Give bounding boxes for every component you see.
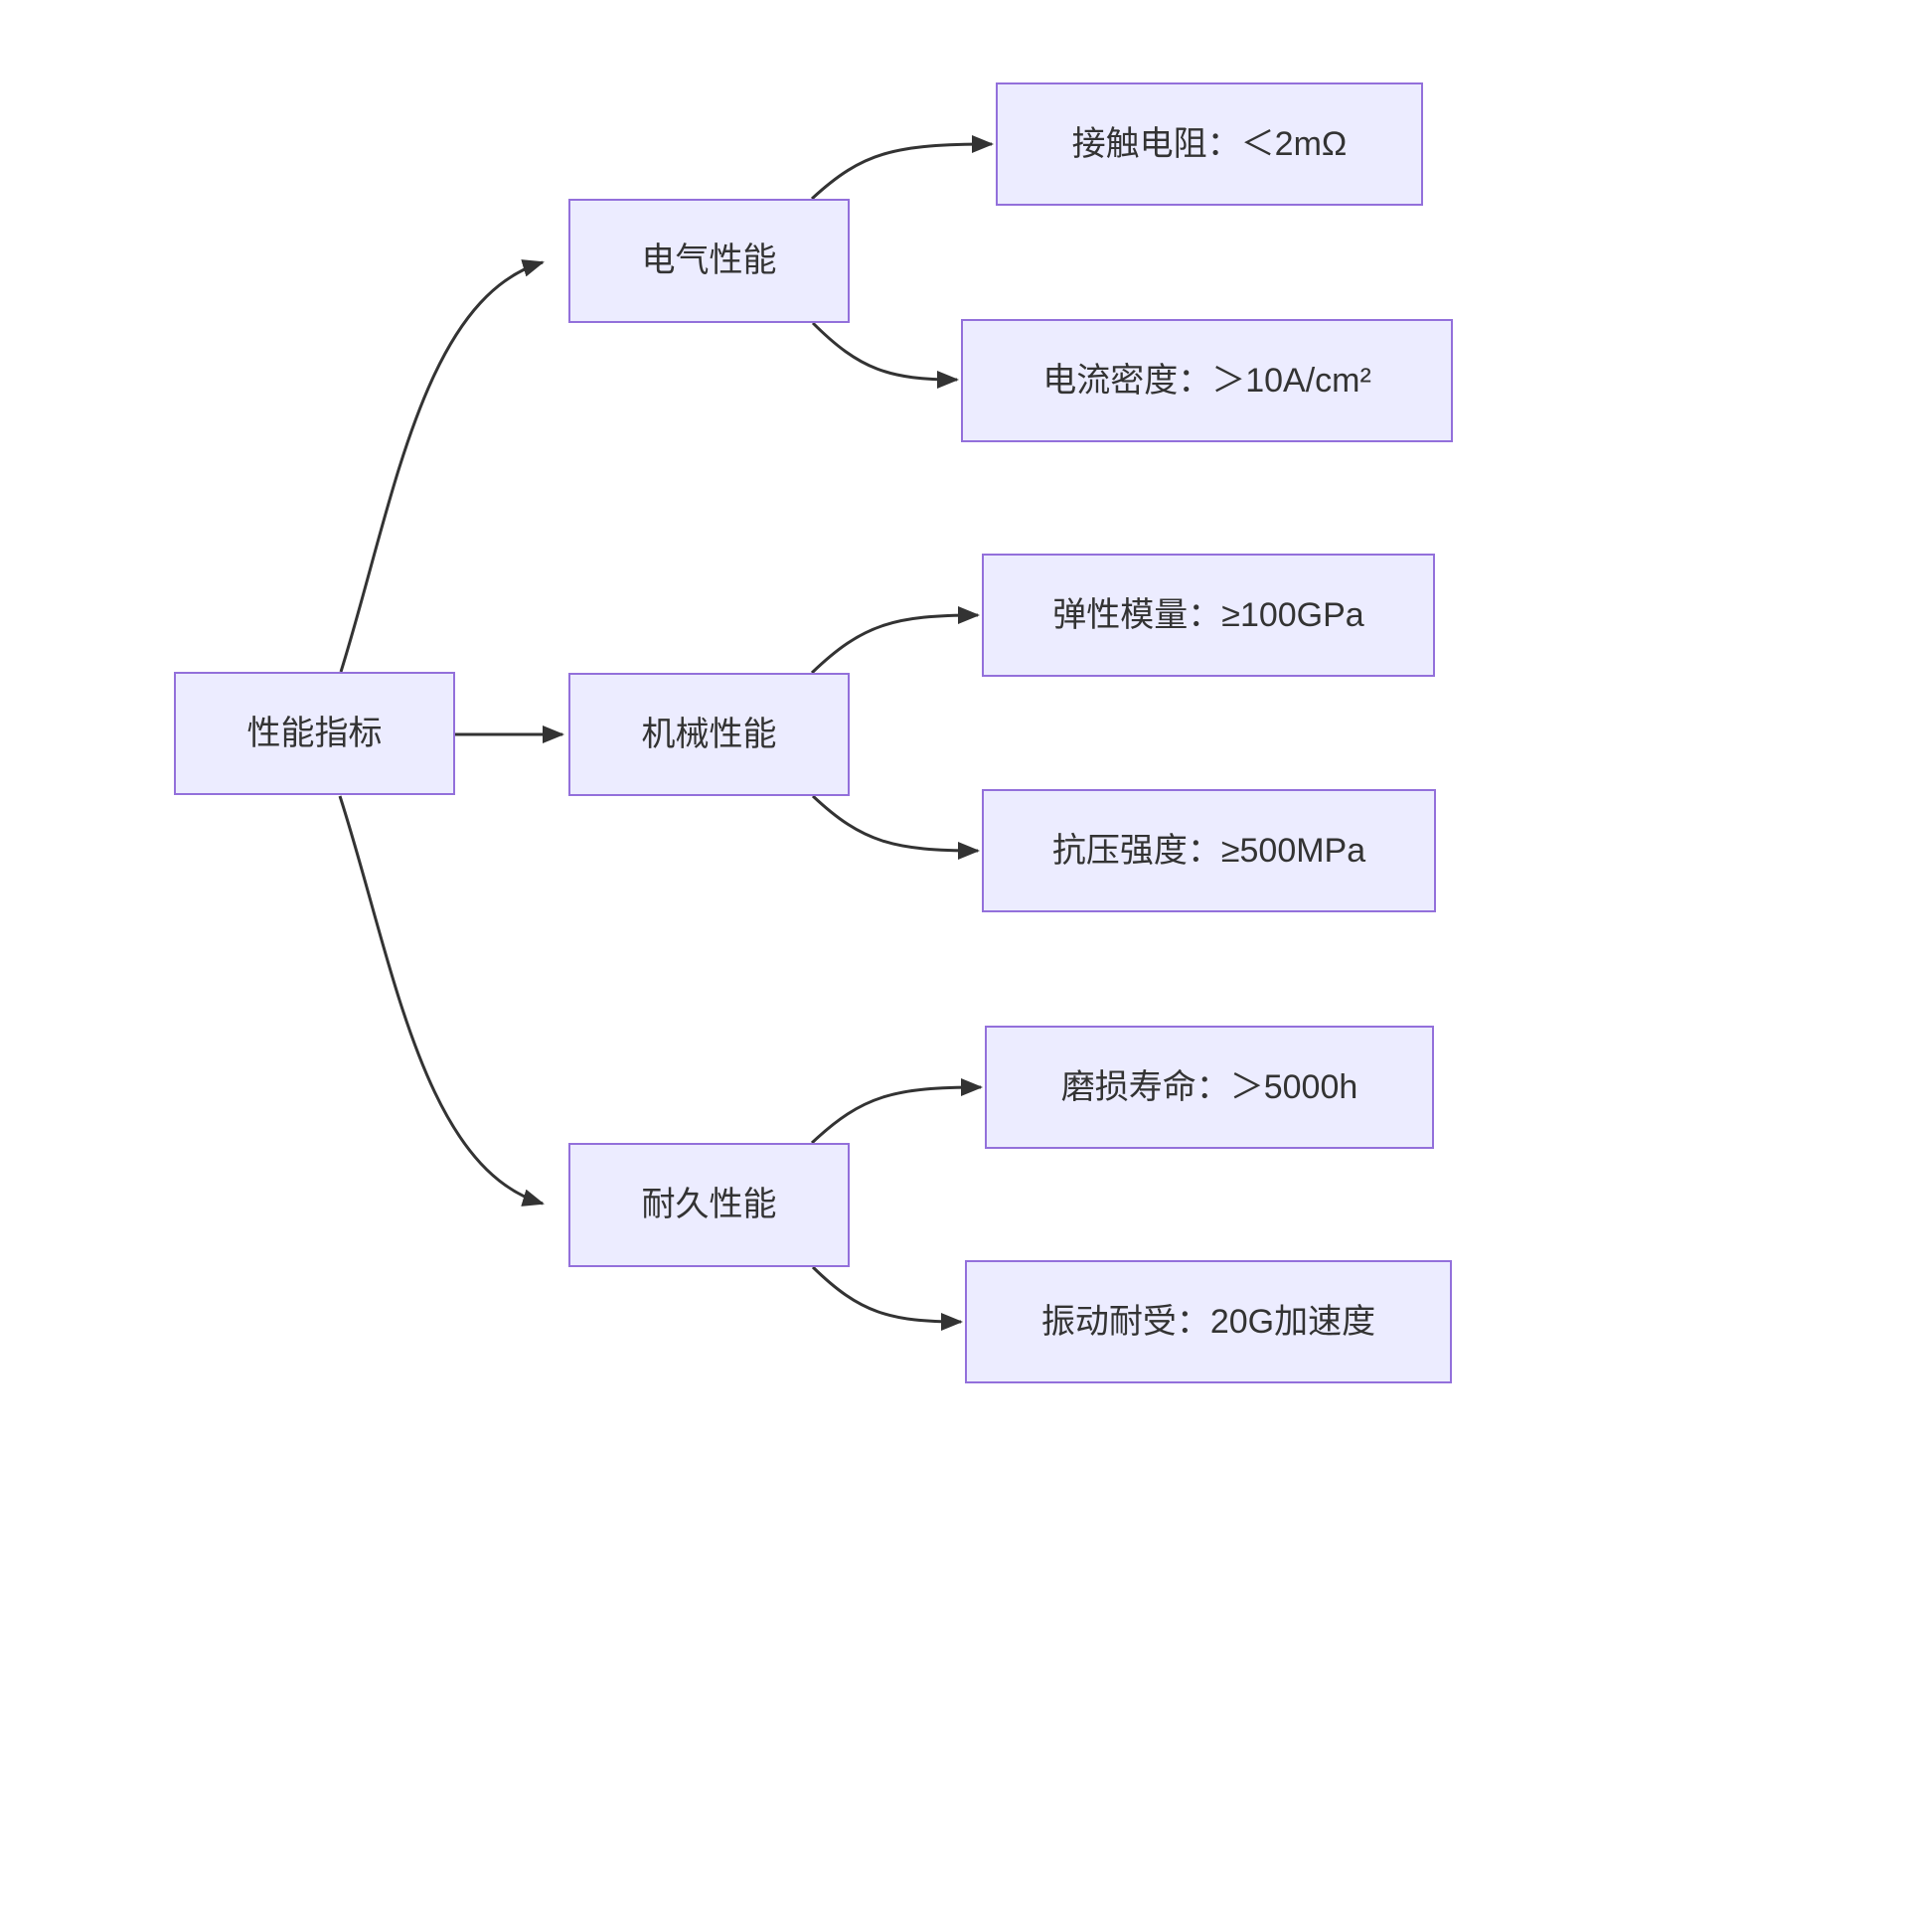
leaf-contact-resistance: 接触电阻：＜2mΩ bbox=[996, 82, 1423, 206]
node-label: 抗压强度：≥500MPa bbox=[1051, 831, 1366, 870]
node-label: 电流密度：＞10A/cm² bbox=[1042, 361, 1371, 400]
leaf-wear-life: 磨损寿命：＞5000h bbox=[985, 1026, 1434, 1149]
node-mechanical: 机械性能 bbox=[568, 673, 850, 796]
node-label: 机械性能 bbox=[641, 715, 777, 753]
edge-root-electrical bbox=[339, 259, 545, 673]
edge-electrical-current-density bbox=[811, 321, 959, 389]
node-label: 电气性能 bbox=[641, 242, 777, 280]
node-label: 耐久性能 bbox=[641, 1186, 777, 1224]
edge-mechanical-compressive-strength bbox=[811, 794, 980, 860]
edge-root-durability bbox=[338, 795, 545, 1207]
leaf-current-density: 电流密度：＞10A/cm² bbox=[961, 319, 1453, 442]
edge-durability-vibration-tolerance bbox=[811, 1265, 963, 1331]
edge-durability-wear-life bbox=[810, 1078, 983, 1145]
node-electrical: 电气性能 bbox=[568, 199, 850, 323]
node-label: 弹性模量：≥100GPa bbox=[1052, 595, 1364, 634]
node-label: 磨损寿命：＞5000h bbox=[1060, 1067, 1358, 1106]
leaf-compressive-strength: 抗压强度：≥500MPa bbox=[982, 789, 1436, 912]
node-label: 振动耐受：20G加速度 bbox=[1040, 1302, 1376, 1341]
leaf-elastic-modulus: 弹性模量：≥100GPa bbox=[982, 554, 1435, 677]
node-label: 接触电阻：＜2mΩ bbox=[1071, 124, 1348, 163]
node-durability: 耐久性能 bbox=[568, 1143, 850, 1267]
node-label: 性能指标 bbox=[246, 714, 383, 752]
edge-electrical-contact-resistance bbox=[810, 135, 994, 201]
edge-mechanical-elastic-modulus bbox=[810, 606, 980, 675]
leaf-vibration-tolerance: 振动耐受：20G加速度 bbox=[965, 1260, 1452, 1383]
node-root: 性能指标 bbox=[174, 672, 455, 795]
